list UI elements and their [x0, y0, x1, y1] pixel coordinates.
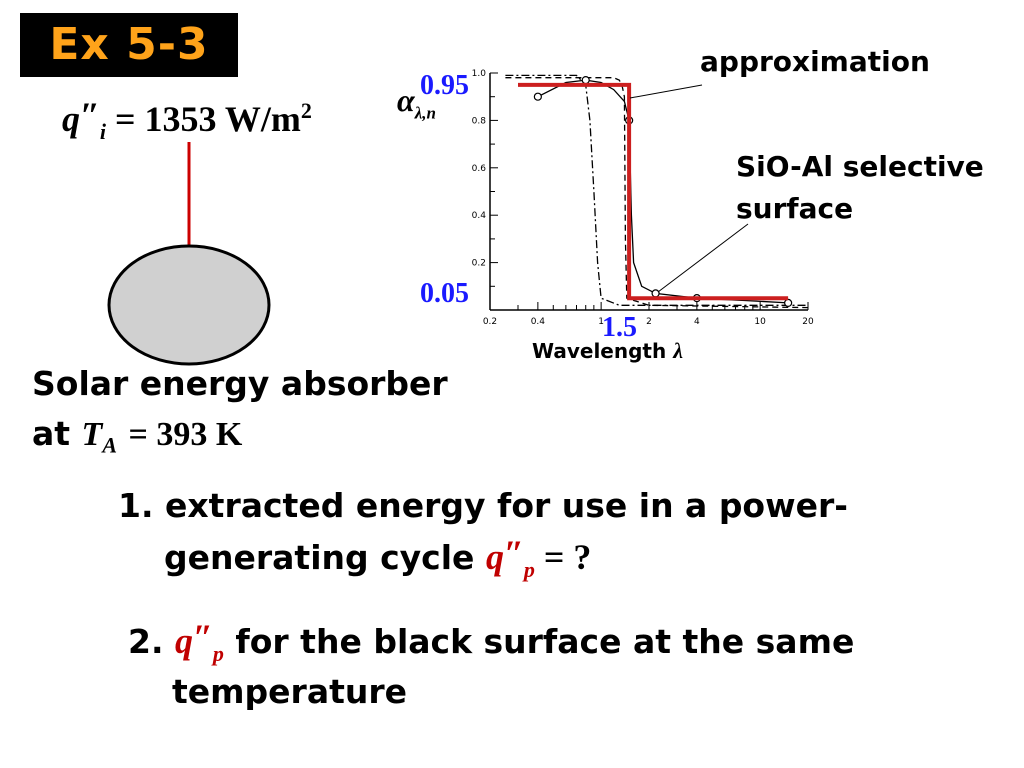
- question-2-formula: q″p: [175, 617, 224, 666]
- x-cut-label: 1.5: [602, 312, 637, 343]
- approximation-label: approximation: [700, 45, 930, 78]
- absorber-label: Solar energy absorber: [32, 364, 448, 403]
- x-tick-label: 0.4: [531, 317, 546, 327]
- absorber-temp-line: at TA = 393 K: [32, 414, 242, 459]
- q1-symbol: q: [485, 537, 504, 577]
- q1-prime: ″: [503, 533, 524, 573]
- data-point-marker: [651, 289, 660, 298]
- chart-axes: 0.2 0.4 0.6 0.8 1.0 0.2 0.4 1 2 4 10 20: [472, 69, 814, 327]
- x-tick-label: 2: [646, 317, 652, 327]
- question-2-line2: temperature: [172, 672, 408, 711]
- flux-equals: =: [115, 99, 136, 139]
- question-1-formula: q″p = ?: [485, 533, 592, 582]
- series-line-dash-dot: [505, 74, 808, 306]
- question-1-text: extracted energy for use in a power-: [165, 486, 848, 525]
- alpha-subscript: λ,n: [414, 103, 436, 123]
- q2-sub: p: [212, 641, 224, 667]
- x-tick-label: 4: [694, 317, 700, 327]
- flux-unit: W/m: [224, 99, 301, 139]
- x-tick-label: 20: [802, 317, 814, 327]
- flux-symbol: q: [62, 99, 80, 139]
- question-1-text2: generating cycle: [164, 538, 475, 577]
- data-point-marker: [533, 92, 542, 101]
- absorber-temp-value: = 393 K: [128, 416, 243, 453]
- absorptivity-chart: 0.2 0.4 0.6 0.8 1.0 0.2 0.4 1 2 4 10 20: [472, 69, 814, 327]
- y-tick-label: 0.4: [472, 211, 487, 221]
- flux-value: 1353: [144, 99, 217, 139]
- y-tick-label: 0.6: [472, 164, 487, 174]
- series-line-dashed: [505, 77, 809, 309]
- data-point-marker: [581, 76, 590, 85]
- alpha-symbol-text: α: [397, 82, 415, 118]
- surface-label-line2: surface: [736, 192, 854, 225]
- approximation-leader-line: [629, 84, 703, 99]
- x-tick-label: 10: [754, 317, 766, 327]
- y-high-label: 0.95: [420, 70, 469, 101]
- flux-unit-exp: 2: [300, 98, 312, 123]
- x-axis-label-symbol: λ: [673, 338, 683, 363]
- absorber-at: at: [32, 414, 71, 453]
- question-2-text: for the black surface at the same: [235, 622, 855, 661]
- alpha-symbol: αλ,n: [397, 82, 436, 123]
- absorber-ellipse: [107, 244, 271, 366]
- question-2-line1: 2. q″p for the black surface at the same: [128, 617, 855, 667]
- absorber-diagram: [107, 142, 271, 366]
- q2-prime: ″: [193, 617, 213, 657]
- x-axis-label-text: Wavelength: [532, 339, 667, 363]
- x-tick-label: 0.2: [483, 317, 497, 327]
- y-tick-label: 1.0: [472, 69, 487, 79]
- surface-label-line1: SiO-Al selective: [736, 150, 984, 183]
- y-low-label: 0.05: [420, 278, 469, 309]
- y-tick-label: 0.2: [472, 259, 486, 269]
- x-axis-label: Wavelength λ: [532, 338, 683, 364]
- q2-symbol: q: [175, 621, 193, 661]
- question-2-number: 2.: [128, 622, 164, 661]
- page-title: Ex 5-3: [49, 19, 209, 70]
- absorber-temp-symbol: T: [81, 416, 103, 453]
- surface-leader-line: [657, 223, 749, 293]
- title-box: Ex 5-3: [20, 13, 238, 77]
- question-1-number: 1.: [118, 486, 154, 525]
- flux-subscript: i: [99, 119, 107, 145]
- y-tick-label: 0.8: [472, 116, 487, 126]
- question-1-line1: 1. extracted energy for use in a power-: [118, 486, 848, 525]
- q1-suffix: = ?: [543, 537, 592, 577]
- flux-prime: ″: [80, 95, 100, 135]
- data-point-marker: [784, 298, 793, 307]
- incident-flux-formula: q″i = 1353 W/m2: [62, 95, 312, 145]
- absorber-temp-sub: A: [102, 432, 118, 458]
- x-tick-label: 1: [598, 317, 604, 327]
- chart-curves: [505, 74, 809, 309]
- q1-sub: p: [523, 557, 535, 583]
- series-line-approximation: [518, 82, 789, 301]
- question-1-line2: generating cycle q″p = ?: [164, 533, 592, 583]
